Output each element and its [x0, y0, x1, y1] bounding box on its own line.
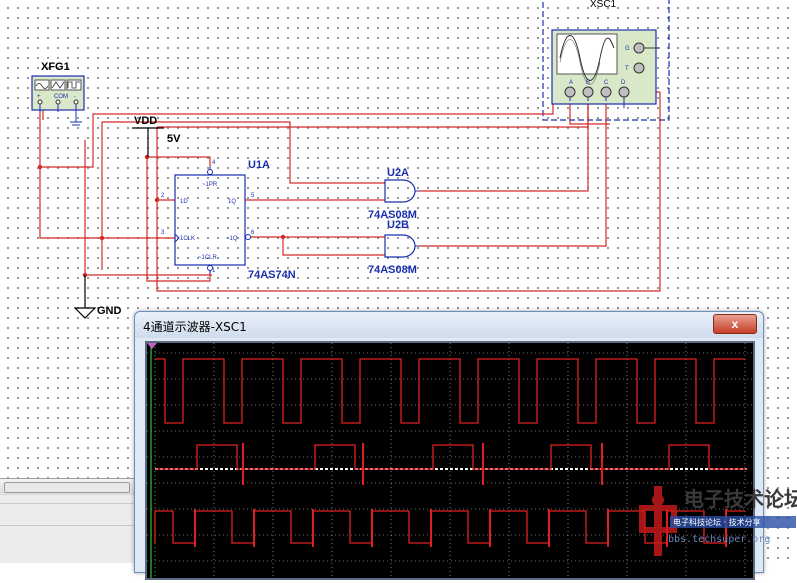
xsc1-channel-a-label: A	[569, 80, 573, 86]
schematic-drawing[interactable]: XFG1 + COM - XSC1 A B C D G T	[0, 0, 797, 563]
xfg1-label: XFG1	[41, 61, 70, 73]
u1a-ref-label: U1A	[248, 159, 270, 171]
and-gate-u2a[interactable]: U2A 74AS08M	[368, 167, 419, 221]
forum-watermark: 电子技术论坛 电子科技论坛 · 技术分享 bbs.techsuper.org	[639, 486, 797, 556]
pin-number-2: 2	[161, 193, 165, 199]
pin-label-q: 1Q	[228, 199, 236, 205]
close-icon: x	[731, 317, 739, 331]
xsc1-label: XSC1	[590, 0, 617, 10]
xsc1-g-pin-label: G	[625, 46, 630, 52]
pin-number-3: 3	[161, 230, 165, 236]
pin-number-1: 1	[212, 268, 216, 274]
close-button[interactable]: x	[713, 314, 757, 334]
pin-label-pr: ~1PR	[202, 182, 218, 188]
scope-wave-icon	[559, 35, 615, 81]
vdd-label: VDD	[134, 115, 157, 127]
u2a-ref-label: U2A	[387, 167, 409, 179]
pin-number-4: 4	[212, 160, 216, 166]
watermark-title: 电子技术论坛	[684, 487, 797, 511]
xfg1-plus-pin-label: +	[37, 94, 41, 100]
triangle-wave-icon	[51, 81, 65, 89]
flipflop-u1a[interactable]: U1A ~1PR 1D 1Q 1CLK ~1Q ~1CLR 4 2 5 3 6 …	[161, 159, 296, 281]
oscilloscope-xsc1[interactable]: XSC1 A B C D G T	[551, 0, 660, 108]
pin-label-qbar: ~1Q	[226, 236, 238, 242]
watermark-subtitle: 电子科技论坛 · 技术分享	[673, 517, 761, 527]
ground-symbol[interactable]: GND	[73, 275, 122, 319]
trace-channel-a	[155, 358, 745, 424]
sine-wave-icon	[35, 83, 49, 89]
vdd-supply[interactable]: VDD 5V	[132, 115, 181, 157]
u1a-part-label: 74AS74N	[248, 269, 296, 281]
square-wave-icon	[67, 81, 80, 89]
watermark-url: bbs.techsuper.org	[668, 534, 770, 545]
pin-number-6: 6	[251, 230, 255, 236]
xfg1-minus-pin-label: -	[74, 94, 76, 100]
pin-label-clr: ~1CLR	[198, 255, 218, 261]
horizontal-scrollbar[interactable]	[0, 478, 136, 496]
xsc1-channel-b-label: B	[586, 80, 590, 86]
pin-number-5: 5	[251, 193, 255, 199]
scope-display[interactable]	[145, 341, 755, 580]
xsc1-t-pin-label: T	[625, 66, 629, 72]
u2a-part-label: 74AS08M	[368, 209, 417, 221]
oscilloscope-window[interactable]: 4通道示波器-XSC1 x	[134, 311, 764, 580]
scrollbar-thumb[interactable]	[4, 482, 130, 493]
scope-cursor-marker	[147, 343, 157, 349]
pin-label-d: 1D	[180, 199, 188, 205]
vdd-value: 5V	[167, 133, 181, 145]
trace-channel-b	[155, 444, 747, 470]
gnd-label: GND	[97, 305, 122, 317]
wire-junctions	[37, 154, 286, 278]
function-generator-xfg1[interactable]: XFG1 + COM -	[31, 61, 85, 126]
schematic-canvas[interactable]: XFG1 + COM - XSC1 A B C D G T	[0, 0, 797, 563]
pin-label-clk: 1CLK	[180, 236, 195, 242]
xfg1-com-pin-label: COM	[54, 94, 68, 100]
scope-window-title: 4通道示波器-XSC1	[143, 320, 247, 334]
xsc1-channel-c-label: C	[604, 80, 609, 86]
u2b-ref-label: U2B	[387, 219, 409, 231]
u2b-part-label: 74AS08M	[368, 264, 417, 276]
and-gate-u2b[interactable]: U2B 74AS08M	[368, 219, 419, 276]
bottom-panel	[0, 495, 136, 563]
scope-titlebar[interactable]: 4通道示波器-XSC1 x	[135, 312, 763, 338]
xsc1-channel-d-label: D	[621, 80, 626, 86]
